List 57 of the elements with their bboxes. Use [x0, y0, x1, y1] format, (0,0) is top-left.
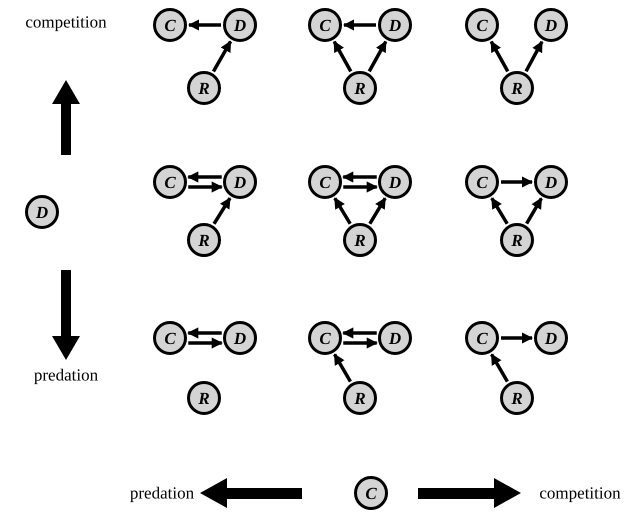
species-letter: R [198, 232, 210, 248]
arrow [187, 327, 222, 339]
arrow [368, 40, 388, 72]
arrow [212, 40, 232, 72]
arrow [188, 337, 223, 349]
species-letter: C [164, 174, 176, 190]
species-letter: R [511, 390, 523, 406]
species-letter: D [388, 330, 402, 346]
species-letter: C [164, 16, 176, 34]
arrow [343, 181, 378, 193]
species-letter: R [354, 80, 366, 96]
species-letter: D [388, 174, 402, 190]
arrow [490, 197, 509, 225]
arrow [333, 197, 352, 225]
arrow [343, 337, 378, 349]
species-letter: C [319, 16, 331, 34]
species-letter: C [476, 16, 488, 34]
axis-label: predation [130, 484, 194, 502]
species-letter: R [354, 390, 366, 406]
arrow [342, 327, 377, 339]
arrow [188, 181, 223, 193]
arrow [368, 197, 387, 225]
species-letter: C [476, 174, 488, 190]
species-letter: C [319, 330, 331, 346]
species-letter: C [164, 330, 176, 346]
species-letter: D [544, 16, 558, 34]
arrow [342, 171, 377, 183]
arrow [342, 19, 376, 31]
arrow [187, 171, 222, 183]
arrow [525, 197, 543, 224]
arrow [332, 40, 352, 72]
arrow [333, 353, 352, 382]
arrow [188, 19, 221, 31]
species-letter: C [319, 174, 331, 190]
species-letter: R [511, 80, 523, 96]
species-letter: R [511, 232, 523, 248]
arrow [501, 332, 534, 344]
species-letter: D [234, 174, 246, 190]
species-letter: D [234, 16, 246, 34]
arrow [212, 197, 232, 225]
arrow [490, 40, 510, 72]
species-letter: R [198, 390, 210, 406]
arrow [490, 353, 509, 382]
species-letter: R [198, 80, 210, 96]
species-letter: R [354, 232, 366, 248]
arrow [524, 40, 544, 72]
species-letter: C [476, 330, 488, 346]
axis-label: predation [34, 366, 98, 384]
species-letter: D [544, 174, 558, 190]
species-letter: D [234, 330, 246, 346]
species-letter: C [365, 484, 377, 502]
species-letter: D [544, 330, 558, 346]
arrow [501, 176, 534, 188]
axis-label: competition [25, 14, 107, 30]
axis-label: competition [539, 484, 621, 502]
species-letter: D [388, 16, 402, 34]
species-letter: D [36, 204, 48, 220]
